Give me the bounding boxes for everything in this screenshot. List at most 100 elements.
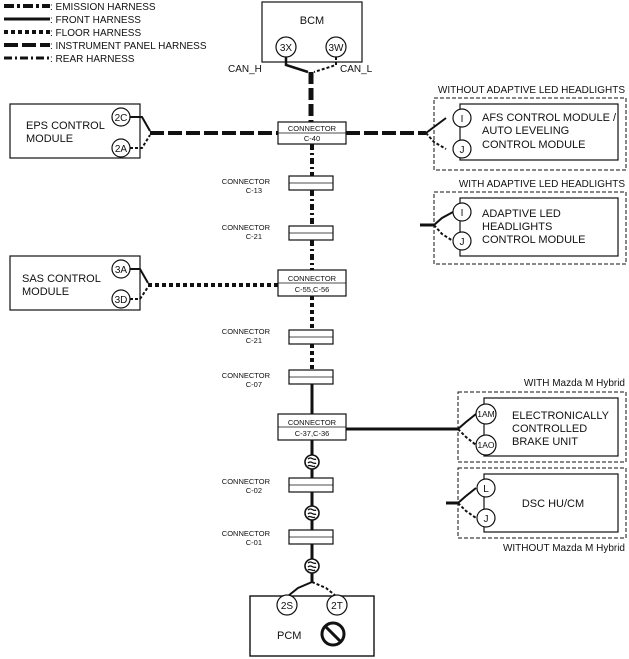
legend-rear-label: : REAR HARNESS xyxy=(50,54,135,65)
ebu-label-3: BRAKE UNIT xyxy=(512,436,578,448)
aled-harness xyxy=(420,211,454,242)
afs-pin-i xyxy=(452,108,472,128)
connector-c13-number: C-13 xyxy=(246,186,262,195)
bcm-label: BCM xyxy=(300,15,324,27)
ebu-pin-1ao xyxy=(475,434,497,456)
bcm-pin-3w-label: 3W xyxy=(329,43,345,54)
ebu-label-1: ELECTRONICALLY xyxy=(512,410,610,422)
legend-front: : FRONT HARNESS xyxy=(4,15,141,26)
afs-group-frame xyxy=(433,97,627,171)
pcm-module: 2S 2T PCM xyxy=(249,594,375,657)
dsc-pin-j-label: J xyxy=(484,514,489,525)
connector-c13: CONNECTOR C-13 xyxy=(222,175,334,195)
connector-c55-c56: CONNECTOR C-55,C-56 xyxy=(277,269,347,297)
eps-control-module: EPS CONTROL MODULE 2C 2A xyxy=(9,103,141,159)
connector-c55-number: C-55,C-56 xyxy=(295,285,330,294)
connector-c01: CONNECTOR C-01 xyxy=(222,529,334,547)
electronically-controlled-brake-unit: 1AM 1AO ELECTRONICALLY CONTROLLED BRAKE … xyxy=(475,397,619,457)
connector-c37-title: CONNECTOR xyxy=(288,418,337,427)
afs-pin-j xyxy=(452,139,472,159)
connector-c37-number: C-37,C-36 xyxy=(295,429,330,438)
connector-c02: CONNECTOR C-02 xyxy=(222,477,334,495)
connector-c40: CONNECTOR C-40 xyxy=(277,121,347,145)
sas-pin-3d-label: 3D xyxy=(115,295,128,306)
bcm-harness xyxy=(284,57,337,122)
connector-c21-lower: CONNECTOR C-21 xyxy=(222,327,334,345)
ebu-group-label: WITH Mazda M Hybrid xyxy=(524,378,625,389)
can-l-label: CAN_L xyxy=(340,64,373,75)
pcm-pin-2t-label: 2T xyxy=(331,601,343,612)
connector-c40-number: C-40 xyxy=(304,134,320,143)
legend-emission: : EMISSION HARNESS xyxy=(4,2,156,13)
dsc-hu-cm: L J DSC HU/CM xyxy=(476,473,619,533)
legend: : EMISSION HARNESS : FRONT HARNESS : FLO… xyxy=(4,2,207,65)
connector-c21b-number: C-21 xyxy=(246,336,262,345)
legend-front-label: : FRONT HARNESS xyxy=(50,15,141,26)
twisted-pair-icon xyxy=(304,558,320,574)
connector-c21b-title: CONNECTOR xyxy=(222,327,271,336)
aled-pin-j-label: J xyxy=(460,237,465,248)
eps-label-1: EPS CONTROL xyxy=(26,120,105,132)
sas-control-module: SAS CONTROL MODULE 3A 3D xyxy=(9,255,141,311)
dsc-pin-l-label: L xyxy=(483,484,489,495)
afs-pin-j-label: J xyxy=(460,145,465,156)
afs-label-1: AFS CONTROL MODULE / xyxy=(482,112,617,124)
aled-group-frame xyxy=(433,191,627,265)
can-h-label: CAN_H xyxy=(228,64,262,75)
connector-c55-title: CONNECTOR xyxy=(288,274,337,283)
sas-label-1: SAS CONTROL xyxy=(22,273,101,285)
ebu-pin-1am xyxy=(475,403,497,425)
connector-c37-c36: CONNECTOR C-37,C-36 xyxy=(277,413,347,441)
dsc-pin-l xyxy=(476,478,496,498)
afs-group-label: WITHOUT ADAPTIVE LED HEADLIGHTS xyxy=(438,85,625,96)
eps-pin-2a-label: 2A xyxy=(115,144,128,155)
ebu-pin-1am-label: 1AM xyxy=(477,409,494,419)
adaptive-led-control-module: I J ADAPTIVE LED HEADLIGHTS CONTROL MODU… xyxy=(452,197,619,257)
twisted-pair-icon xyxy=(304,454,320,470)
connector-c02-number: C-02 xyxy=(246,486,262,495)
ebu-pin-1ao-label: 1AO xyxy=(477,440,494,450)
ebu-group-frame xyxy=(457,391,627,463)
legend-ip: : INSTRUMENT PANEL HARNESS xyxy=(4,41,207,52)
aled-label-2: HEADLIGHTS xyxy=(482,221,552,233)
aled-pin-j xyxy=(452,231,472,251)
afs-pin-i-label: I xyxy=(461,114,464,125)
aled-label-1: ADAPTIVE LED xyxy=(482,208,561,220)
connector-c21-upper: CONNECTOR C-21 xyxy=(222,223,334,241)
aled-label-3: CONTROL MODULE xyxy=(482,234,586,246)
pcm-pin-2t xyxy=(326,594,348,616)
legend-rear: : REAR HARNESS xyxy=(4,54,135,65)
connector-c13-title: CONNECTOR xyxy=(222,177,271,186)
sas-harness xyxy=(130,268,278,300)
connector-c02-title: CONNECTOR xyxy=(222,477,271,486)
dsc-label: DSC HU/CM xyxy=(522,498,584,510)
eps-harness xyxy=(130,116,278,149)
connector-c07-title: CONNECTOR xyxy=(222,371,271,380)
prohibition-icon xyxy=(320,621,346,647)
aled-group-label: WITH ADAPTIVE LED HEADLIGHTS xyxy=(459,179,625,190)
afs-label-2: AUTO LEVELING xyxy=(482,125,569,137)
afs-control-module: I J AFS CONTROL MODULE / AUTO LEVELING C… xyxy=(452,103,619,161)
sas-pin-3a-label: 3A xyxy=(115,265,128,276)
eps-pin-2c-label: 2C xyxy=(115,113,128,124)
connector-c40-title: CONNECTOR xyxy=(288,124,337,133)
ebu-harness xyxy=(346,413,477,446)
bcm-module: BCM 3X 3W xyxy=(261,1,363,63)
connector-c21a-number: C-21 xyxy=(246,232,262,241)
eps-label-2: MODULE xyxy=(26,133,73,145)
connector-c01-title: CONNECTOR xyxy=(222,529,271,538)
legend-floor-label: : FLOOR HARNESS xyxy=(50,28,141,39)
dsc-harness xyxy=(446,487,477,519)
connector-c07: CONNECTOR C-07 xyxy=(222,369,334,389)
dsc-group-label: WITHOUT Mazda M Hybrid xyxy=(503,543,625,554)
connector-c07-number: C-07 xyxy=(246,380,262,389)
afs-label-3: CONTROL MODULE xyxy=(482,139,586,151)
legend-emission-label: : EMISSION HARNESS xyxy=(50,2,156,13)
aled-pin-i xyxy=(452,202,472,222)
bcm-pin-3x-label: 3X xyxy=(280,43,293,54)
pcm-label: PCM xyxy=(277,630,301,642)
ebu-label-2: CONTROLLED xyxy=(512,423,587,435)
connector-c01-number: C-01 xyxy=(246,538,262,547)
dsc-pin-j xyxy=(476,508,496,528)
